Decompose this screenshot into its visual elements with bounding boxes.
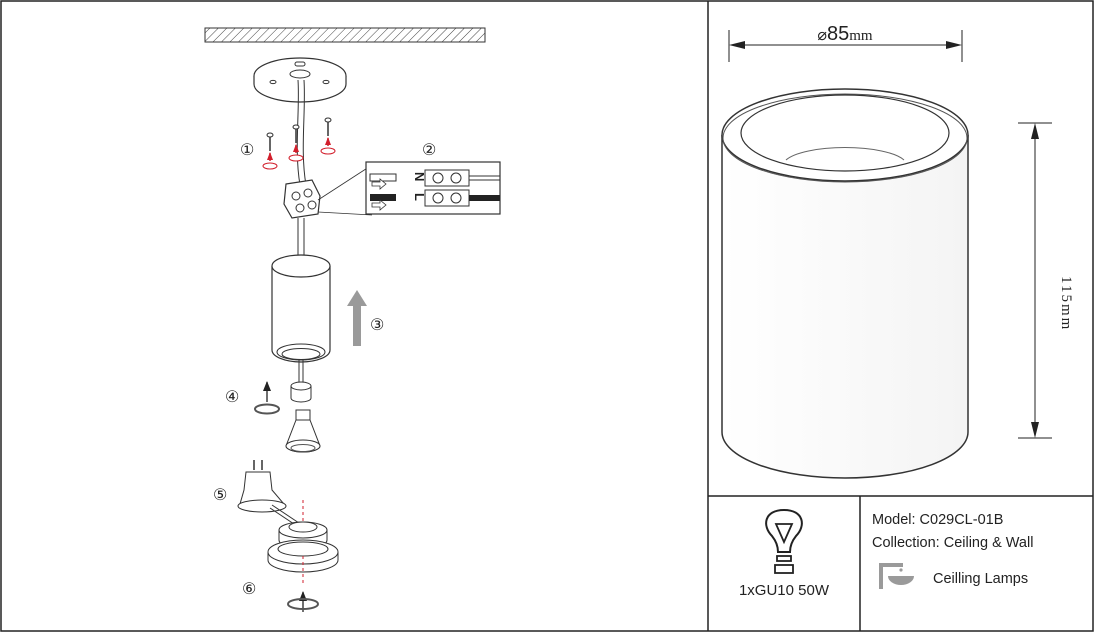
push-up-arrow bbox=[347, 290, 367, 346]
neutral-label: N bbox=[412, 172, 427, 181]
light-bulb-icon bbox=[765, 508, 803, 574]
dimension-drawing: ⌀85mm 115mm bbox=[721, 23, 1074, 479]
tilted-bulb bbox=[237, 460, 303, 529]
gu10-bulb bbox=[285, 409, 321, 453]
bulb-spec-text: 1xGU10 50W bbox=[739, 582, 830, 599]
live-label: L bbox=[412, 193, 427, 201]
collection-text: Collection: Ceiling & Wall bbox=[872, 535, 1033, 551]
step-1-label: ① bbox=[240, 142, 254, 159]
step-2-label: ② bbox=[422, 142, 436, 159]
diameter-label: ⌀85mm bbox=[817, 23, 873, 45]
rotate-arrow-4 bbox=[254, 381, 280, 415]
height-label: 115mm bbox=[1058, 276, 1074, 331]
gu10-socket bbox=[290, 360, 312, 403]
assembly-diagram: ① ② bbox=[204, 27, 501, 612]
rotate-arrow-6 bbox=[287, 591, 319, 612]
screws bbox=[262, 117, 336, 170]
wiring-detail: N L bbox=[365, 161, 501, 215]
step-4-label: ④ bbox=[225, 389, 239, 406]
product-cylinder bbox=[721, 88, 969, 479]
power-cable bbox=[296, 79, 307, 186]
category-text: Ceilling Lamps bbox=[933, 571, 1028, 587]
terminal-block bbox=[283, 164, 373, 258]
bulb-spec-panel: 1xGU10 50W bbox=[739, 508, 830, 599]
ceiling-lamp-icon bbox=[879, 563, 914, 589]
step-6-label: ⑥ bbox=[242, 581, 256, 598]
model-text: Model: C029CL-01B bbox=[872, 512, 1003, 528]
canopy-plate bbox=[253, 57, 347, 103]
product-info-panel: Model: C029CL-01B Collection: Ceiling & … bbox=[872, 512, 1033, 589]
lamp-body bbox=[271, 254, 331, 363]
step-3-label: ③ bbox=[370, 317, 384, 334]
trim-ring bbox=[267, 500, 339, 586]
ceiling-hatch bbox=[204, 27, 486, 43]
step-5-label: ⑤ bbox=[213, 487, 227, 504]
